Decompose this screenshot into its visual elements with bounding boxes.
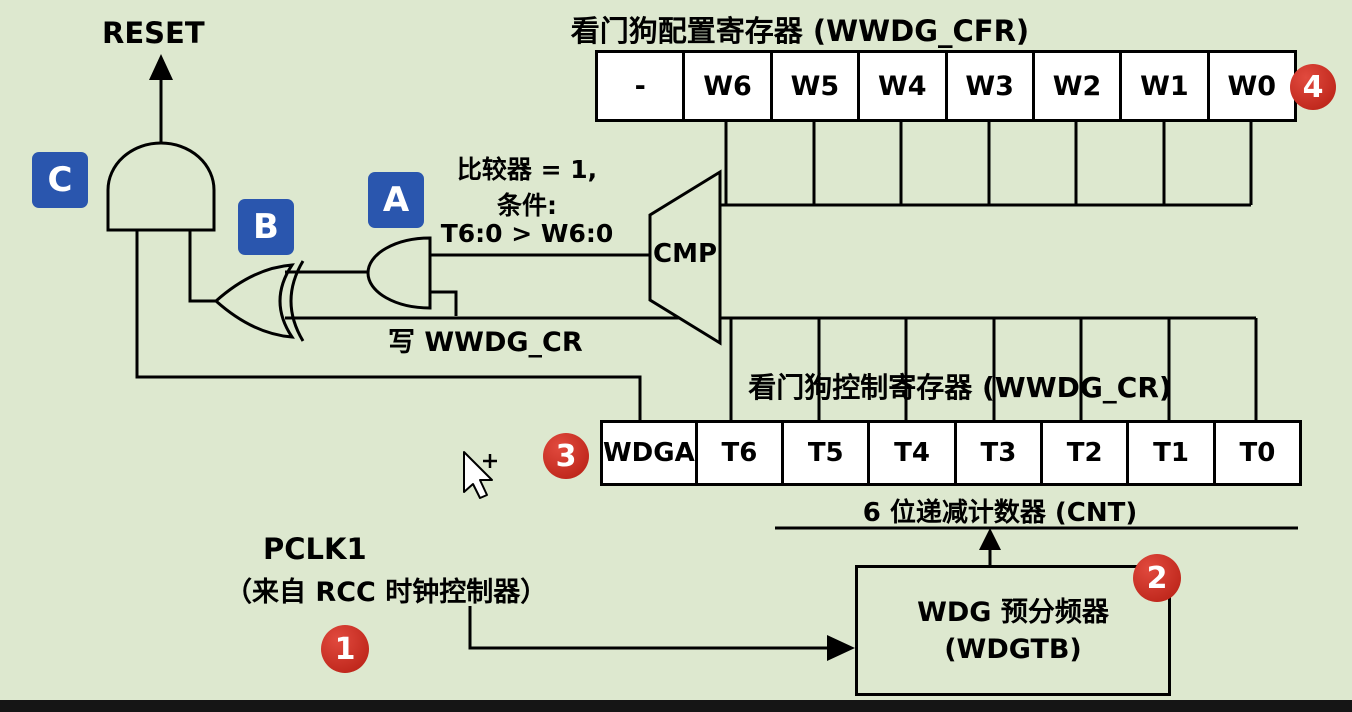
wdga-enable-wire: [135, 230, 642, 420]
or-gate-b-extra-arc: [289, 260, 305, 342]
and-gate-a-shape: [366, 236, 432, 310]
pclk1-arrowhead: [827, 635, 855, 661]
cfr-bit-w1: W1: [1122, 53, 1210, 119]
cr-bit-t6: T6: [698, 423, 785, 483]
reset-label: RESET: [102, 16, 205, 50]
comparator-note-line3: T6:0 > W6:0: [440, 219, 614, 248]
cr-bit-t4: T4: [870, 423, 957, 483]
cfr-bit-w3: W3: [948, 53, 1035, 119]
cfr-bit-w0: W0: [1227, 70, 1277, 102]
cr-bit-t2: T2: [1043, 423, 1130, 483]
cr-bit-t3: T3: [957, 423, 1044, 483]
cnt-label: 6 位递减计数器 (CNT): [862, 498, 1138, 528]
write-wwdg-cr-label: 写 WWDG_CR: [388, 327, 583, 358]
comparator-note-line2: 条件:: [497, 191, 557, 220]
gateB-to-gateC-wire: [188, 230, 216, 303]
gate-c-badge: C: [32, 152, 88, 208]
and-gate-c-shape: [106, 141, 216, 232]
cr-bit-t0: T0: [1239, 438, 1276, 468]
cr-title: 看门狗控制寄存器 (WWDG_CR): [748, 371, 1172, 404]
mouse-cursor: [463, 451, 497, 499]
cr-bit-t1: T1: [1129, 423, 1216, 483]
cr-bit-wdga: WDGA: [603, 423, 698, 483]
pclk1-label: PCLK1: [263, 532, 367, 566]
cfr-bit-w4: W4: [860, 53, 948, 119]
prescaler-label-line2: (WDGTB): [944, 633, 1082, 665]
cfr-bit-w6: W6: [685, 53, 773, 119]
pclk1-wire: [468, 606, 829, 650]
gate-a-badge: A: [368, 172, 424, 228]
or-gate-b-shape: [213, 263, 295, 339]
write-wwdg-cr-wire: [430, 290, 458, 316]
callout-badge-1: 1: [321, 625, 369, 673]
wdg-prescaler-box: WDG 预分频器 (WDGTB): [855, 565, 1171, 696]
cfr-register: - W6 W5 W4 W3 W2 W1 W0: [595, 50, 1297, 122]
callout-badge-3: 3: [543, 433, 589, 479]
cmp-label: CMP: [652, 239, 717, 269]
gate-b-badge: B: [238, 199, 294, 255]
callout-badge-4: 4: [1290, 64, 1336, 110]
comparator-shape: [648, 169, 722, 346]
reset-arrowhead: [149, 54, 173, 80]
comparator-note-line1: 比较器 = 1,: [456, 155, 598, 184]
cnt-arrowhead: [979, 528, 1001, 550]
cfr-bit-w2: W2: [1035, 53, 1123, 119]
prescaler-label-line1: WDG 预分频器: [917, 596, 1109, 628]
cfr-title: 看门狗配置寄存器 (WWDG_CFR): [570, 14, 1030, 48]
bottom-bar: [0, 700, 1352, 712]
cr-bit-t5: T5: [784, 423, 871, 483]
pclk1-source-label: （来自 RCC 时钟控制器）: [225, 577, 548, 608]
cfr-bit-w5: W5: [773, 53, 861, 119]
cr-register: WDGA T6 T5 T4 T3 T2 T1 T0: [600, 420, 1302, 486]
cfr-bit-dash: -: [598, 53, 686, 119]
callout-badge-2: 2: [1133, 554, 1181, 602]
